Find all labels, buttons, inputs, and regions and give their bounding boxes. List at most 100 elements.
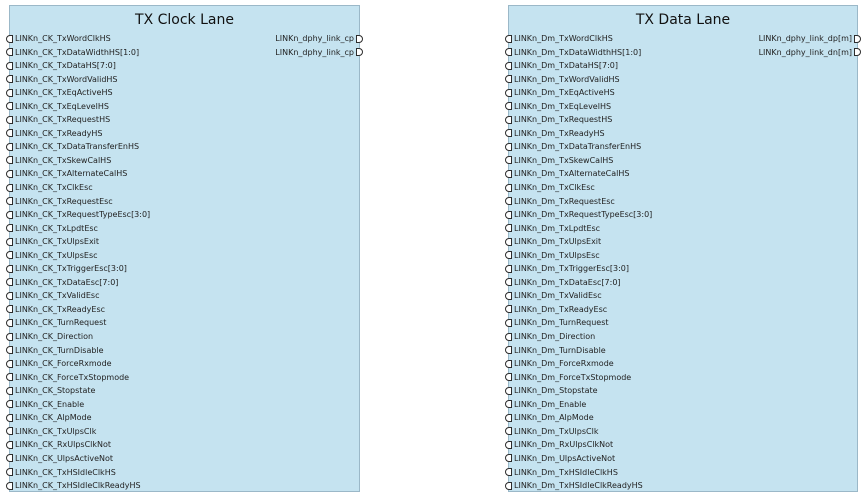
input-pin-icon — [6, 183, 13, 192]
port-label: LINKn_CK_TxRequestEsc — [15, 196, 113, 206]
port-label: LINKn_Dm_TurnDisable — [514, 345, 606, 355]
port-label: LINKn_Dm_AlpMode — [514, 413, 594, 423]
output-pin-icon — [356, 34, 363, 43]
input-pin-icon — [6, 346, 13, 355]
port-label: LINKn_CK_TxValidEsc — [15, 291, 100, 301]
port-label: LINKn_Dm_TxReadyEsc — [514, 304, 608, 314]
input-pin-icon — [6, 413, 13, 422]
port-label: LINKn_Dm_ForceRxmode — [514, 359, 614, 369]
port-label: LINKn_Dm_TxRequestTypeEsc[3:0] — [514, 210, 653, 220]
input-pin-icon — [6, 264, 13, 273]
input-pin-icon — [505, 386, 512, 395]
input-pin-icon — [6, 400, 13, 409]
input-pin-icon — [6, 142, 13, 151]
port-label: LINKn_CK_TxDataTransferEnHS — [15, 142, 140, 152]
port-label: LINKn_CK_TxDataEsc[7:0] — [15, 277, 119, 287]
input-pin-icon — [6, 318, 13, 327]
port-label: LINKn_Dm_TxRequestHS — [514, 115, 613, 125]
input-pin-icon — [505, 318, 512, 327]
port-label: LINKn_CK_TxHSIdleClkHS — [15, 467, 116, 477]
port-label: LINKn_Dm_RxUlpsClkNot — [514, 440, 614, 450]
port-label: LINKn_dphy_link_dn[m] — [758, 47, 852, 57]
input-pin-icon — [505, 48, 512, 57]
port-label: LINKn_Dm_TxHSIdleClkHS — [514, 467, 618, 477]
output-pin-icon — [854, 48, 861, 57]
input-pin-icon — [6, 169, 13, 178]
input-pin-icon — [6, 386, 13, 395]
input-pin-icon — [505, 278, 512, 287]
port-label: LINKn_Dm_TxValidEsc — [514, 291, 602, 301]
input-pin-icon — [6, 468, 13, 476]
input-pin-icon — [505, 115, 512, 124]
port-label: LINKn_CK_TxDataHS[7:0] — [15, 61, 116, 71]
port-label: LINKn_CK_TxEqLevelHS — [15, 101, 109, 111]
port-label: LINKn_Dm_TxDataHS[7:0] — [514, 61, 619, 71]
input-pin-icon — [6, 237, 13, 246]
input-pin-icon — [6, 75, 13, 84]
input-pin-icon — [6, 305, 13, 314]
input-pin-icon — [6, 359, 13, 368]
input-pin-icon — [505, 305, 512, 314]
input-pin-icon — [6, 88, 13, 97]
input-pin-icon — [505, 440, 512, 449]
port-label: LINKn_CK_Enable — [15, 399, 85, 409]
input-pin-icon — [505, 224, 512, 233]
port-label: LINKn_CK_ForceRxmode — [15, 359, 112, 369]
port-label: LINKn_CK_TxReadyEsc — [15, 304, 106, 314]
port-label: LINKn_Dm_TxLpdtEsc — [514, 223, 601, 233]
input-pin-icon — [6, 291, 13, 300]
port-label: LINKn_CK_AlpMode — [15, 413, 92, 423]
input-pin-icon — [6, 251, 13, 260]
input-pin-icon — [6, 427, 13, 436]
port-label: LINKn_Dm_TxAlternateCalHS — [514, 169, 630, 179]
input-pin-icon — [505, 34, 512, 43]
port-label: LINKn_dphy_link_dp[m] — [758, 34, 852, 43]
input-pin-icon — [505, 88, 512, 97]
port-label: LINKn_Dm_TxReadyHS — [514, 128, 605, 138]
port-label: LINKn_CK_TxRequestHS — [15, 115, 111, 125]
input-pin-icon — [6, 197, 13, 206]
input-pin-icon — [505, 400, 512, 409]
port-label: LINKn_Dm_TxTriggerEsc[3:0] — [514, 264, 630, 274]
input-pin-icon — [6, 102, 13, 111]
input-pin-icon — [505, 427, 512, 436]
input-pin-icon — [6, 115, 13, 124]
input-pin-icon — [6, 34, 13, 43]
port-label: LINKn_CK_UlpsActiveNot — [15, 453, 114, 463]
input-pin-icon — [505, 156, 512, 165]
port-label: LINKn_CK_TurnRequest — [15, 318, 107, 328]
port-label: LINKn_dphy_link_cp — [275, 47, 354, 57]
port-label: LINKn_Dm_TurnRequest — [514, 318, 609, 328]
port-label: LINKn_Dm_TxUlpsClk — [514, 426, 599, 436]
port-label: LINKn_Dm_TxDataTransferEnHS — [514, 142, 642, 152]
port-label: LINKn_Dm_Stopstate — [514, 386, 598, 396]
input-pin-icon — [6, 156, 13, 165]
input-pin-icon — [505, 454, 512, 463]
port-label: LINKn_CK_TxEqActiveHS — [15, 88, 113, 98]
port-label: LINKn_CK_TxWordClkHS — [15, 34, 111, 43]
output-pin-icon — [356, 48, 363, 57]
input-pin-icon — [505, 481, 512, 490]
port-label: LINKn_Dm_Enable — [514, 399, 587, 409]
port-label: LINKn_Dm_TxDataWidthHS[1:0] — [514, 47, 642, 57]
port-label: LINKn_Dm_TxEqActiveHS — [514, 88, 615, 98]
port-label: LINKn_Dm_TxUlpsExit — [514, 237, 602, 247]
port-label: LINKn_CK_TxHSIdleClkReadyHS — [15, 481, 141, 491]
input-pin-icon — [505, 210, 512, 219]
input-pin-icon — [6, 278, 13, 287]
port-label: LINKn_Dm_TxWordClkHS — [514, 34, 613, 43]
input-pin-icon — [6, 481, 13, 490]
input-pin-icon — [505, 413, 512, 422]
port-label: LINKn_Dm_TxEqLevelHS — [514, 101, 612, 111]
port-label: LINKn_CK_Stopstate — [15, 386, 96, 396]
output-pin-icon — [854, 34, 861, 43]
port-label: LINKn_Dm_TxHSIdleClkReadyHS — [514, 481, 643, 491]
port-label: LINKn_CK_TxLpdtEsc — [15, 223, 98, 233]
port-label: LINKn_Dm_TxUlpsEsc — [514, 250, 600, 260]
input-pin-icon — [6, 440, 13, 449]
port-label: LINKn_CK_Direction — [15, 332, 94, 342]
port-label: LINKn_CK_TurnDisable — [15, 345, 104, 355]
input-pin-icon — [505, 264, 512, 273]
